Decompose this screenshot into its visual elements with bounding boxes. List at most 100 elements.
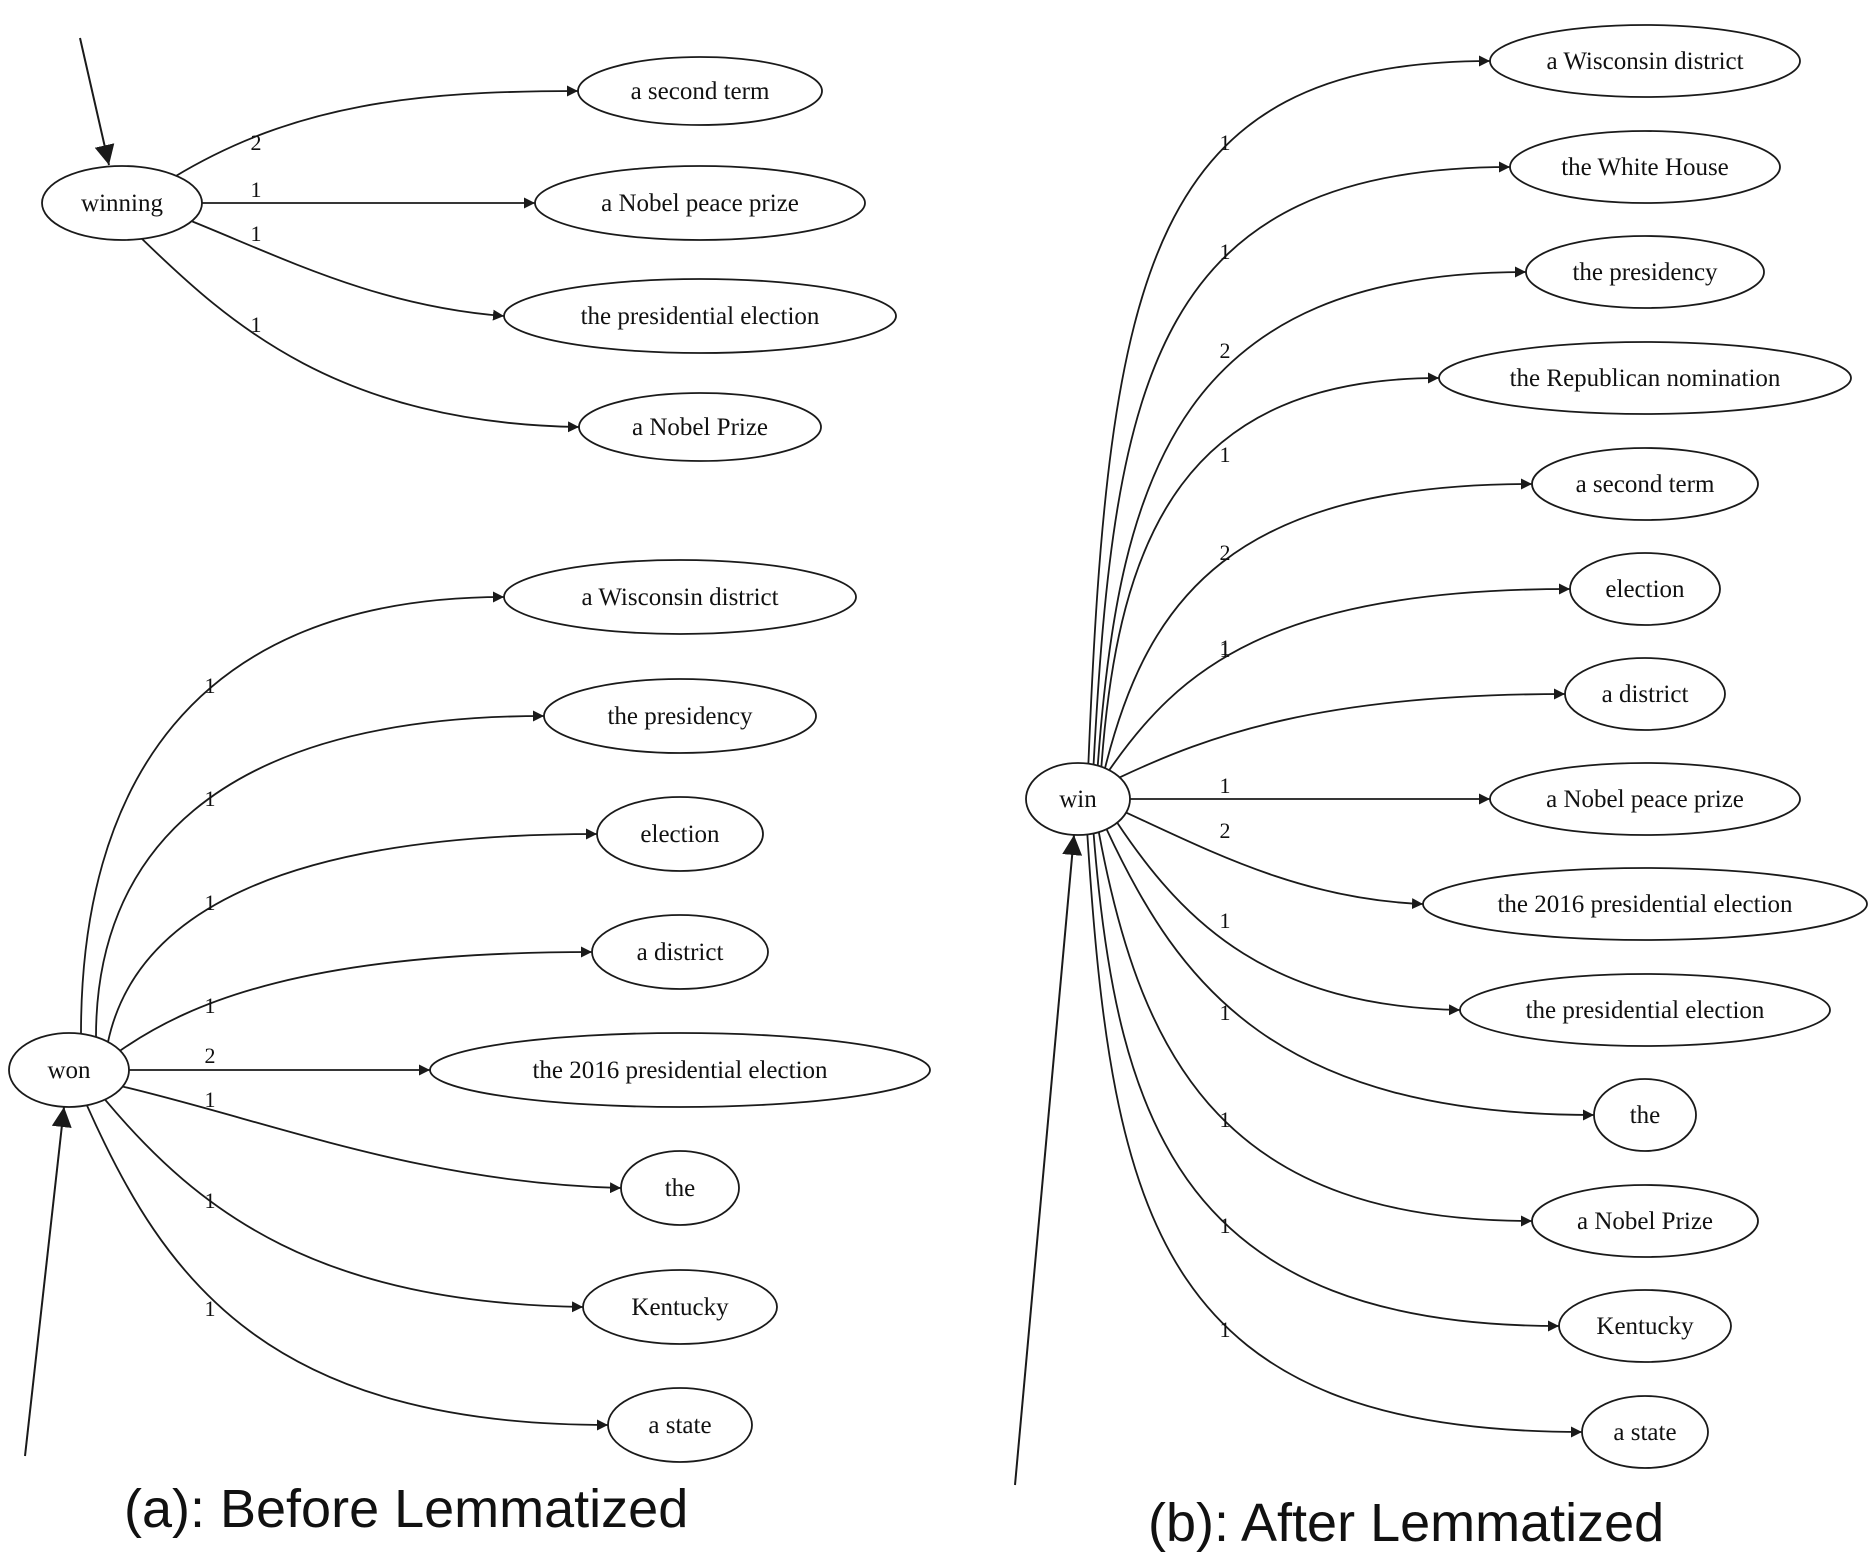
- graph-win-a-nobel-peace-prize-weight: 1: [1220, 773, 1231, 798]
- graph-won-a-state-weight: 1: [205, 1296, 216, 1321]
- graph-win-the-presidency-edge: [1096, 266, 1527, 766]
- graph-winning-a-nobel-peace-prize-label: a Nobel peace prize: [601, 190, 799, 217]
- graph-won-a-district-node: [591, 914, 769, 990]
- graph-won-a-state-label: a state: [648, 1412, 711, 1439]
- graph-win-the-white-house-node: [1509, 130, 1781, 204]
- graph-winning-a-nobel-prize-node: [578, 392, 822, 462]
- graph-won-election-edge: [107, 828, 598, 1043]
- graph-win-the-presidency-node: [1525, 235, 1765, 309]
- graph-win-a-nobel-peace-prize-label: a Nobel peace prize: [1546, 786, 1744, 813]
- graph-win-the-white-house-edge: [1092, 161, 1511, 765]
- graph-winning-a-nobel-peace-prize-node: [534, 165, 866, 241]
- graph-win-a-second-term-label: a second term: [1576, 471, 1715, 498]
- caption-before-lemmatized: (a): Before Lemmatized: [124, 1479, 689, 1539]
- graph-won-the-2016-presidential-election-node: [429, 1032, 931, 1108]
- graph-win-a-wisconsin-district-label: a Wisconsin district: [1546, 48, 1743, 75]
- graph-win-a-district-node: [1564, 657, 1726, 731]
- graph-win-kentucky-label: Kentucky: [1596, 1313, 1694, 1340]
- graph-win-election-edge: [1108, 583, 1571, 771]
- graph-won-the-node: [620, 1150, 740, 1226]
- graph-win-a-district-edge: [1119, 688, 1566, 779]
- graph-won-election-node: [596, 796, 764, 872]
- graph-win-the-edge: [1105, 828, 1595, 1121]
- graph-win-a-state-edge: [1086, 834, 1583, 1438]
- graph-win-the-2016-presidential-election-node: [1422, 867, 1868, 941]
- graph-won-kentucky-weight: 1: [205, 1188, 216, 1213]
- graph-winning-the-presidential-election-label: the presidential election: [581, 303, 820, 330]
- graph-won-a-district-label: a district: [637, 939, 724, 966]
- graph-win-the-presidential-election-node: [1459, 973, 1831, 1047]
- graph-winning-a-nobel-prize-weight: 1: [251, 312, 262, 337]
- graph-won-kentucky-label: Kentucky: [631, 1294, 729, 1321]
- graph-won-a-state-node: [607, 1387, 753, 1463]
- graph-won-kentucky-node: [582, 1269, 778, 1345]
- graph-won-a-wisconsin-district-label: a Wisconsin district: [581, 584, 778, 611]
- graph-win-a-state-weight: 1: [1220, 1317, 1231, 1342]
- graph-win-kentucky-edge: [1092, 833, 1560, 1332]
- graph-win-a-nobel-prize-node: [1531, 1184, 1759, 1258]
- graph-won-a-wisconsin-district-edge: [80, 591, 505, 1034]
- graph-win-a-district-weight: 1: [1220, 635, 1231, 660]
- graph-winning-root-winning-node: [41, 165, 203, 241]
- graph-winning-a-second-term-label: a second term: [631, 78, 770, 105]
- graph-won-a-wisconsin-district-weight: 1: [205, 673, 216, 698]
- graph-win-election-node: [1569, 552, 1721, 626]
- graph-win-a-wisconsin-district-weight: 1: [1220, 130, 1231, 155]
- graph-won-a-district-weight: 1: [205, 993, 216, 1018]
- graph-winning-a-second-term-edge: [173, 85, 579, 178]
- graph-win-the-2016-presidential-election-weight: 2: [1220, 818, 1231, 843]
- graph-win-the-republican-nomination-node: [1438, 341, 1852, 415]
- graph-winning-the-presidential-election-edge: [192, 220, 505, 321]
- graph-win-the-republican-nomination-edge: [1100, 372, 1440, 767]
- graph-win-a-second-term-node: [1531, 447, 1759, 521]
- graph-win-a-nobel-prize-weight: 1: [1220, 1107, 1231, 1132]
- graph-won-the-presidency-edge: [95, 710, 545, 1037]
- graph-win-kentucky-node: [1558, 1289, 1732, 1363]
- graph-won-a-district-edge: [119, 946, 593, 1052]
- graph-win-a-second-term-edge: [1104, 478, 1533, 769]
- graph-won-the-label: the: [665, 1175, 696, 1202]
- graph-won-the-presidency-weight: 1: [205, 786, 216, 811]
- graph-win-the-white-house-weight: 1: [1220, 239, 1231, 264]
- graph-win-the-presidential-election-label: the presidential election: [1526, 997, 1765, 1024]
- graph-win-the-presidential-election-edge: [1116, 821, 1461, 1016]
- graph-win-kentucky-weight: 1: [1220, 1213, 1231, 1238]
- graph-winning-the-presidential-election-node: [503, 278, 897, 354]
- graph-win-the-presidency-weight: 2: [1220, 338, 1231, 363]
- graph-winning-a-second-term-node: [577, 56, 823, 126]
- graph-win-election-label: election: [1605, 576, 1685, 603]
- graph-won-root-won-node: [8, 1032, 130, 1108]
- graph-winning-a-nobel-prize-edge: [141, 238, 580, 433]
- graph-won-the-edge: [122, 1085, 622, 1194]
- graph-win-the-presidency-label: the presidency: [1572, 259, 1718, 286]
- graph-won-a-state-edge: [86, 1105, 609, 1431]
- graph-win-a-nobel-prize-edge: [1097, 831, 1533, 1227]
- graph-winning-the-presidential-election-weight: 1: [251, 221, 262, 246]
- graph-won-the-presidency-node: [543, 678, 817, 754]
- graph-won-the-2016-presidential-election-label: the 2016 presidential election: [532, 1057, 828, 1084]
- graph-win-a-nobel-prize-label: a Nobel Prize: [1577, 1208, 1713, 1235]
- graph-winning-a-nobel-prize-label: a Nobel Prize: [632, 414, 768, 441]
- graph-winning-a-second-term-weight: 2: [251, 130, 262, 155]
- graph-win-a-state-label: a state: [1613, 1419, 1676, 1446]
- incoming-edge-winning: [79, 37, 115, 166]
- incoming-edge-win: [1014, 834, 1083, 1486]
- graph-win-the-presidential-election-weight: 1: [1220, 908, 1231, 933]
- graph-won-the-presidency-label: the presidency: [607, 703, 753, 730]
- graph-win-a-second-term-weight: 2: [1220, 540, 1231, 565]
- graph-won-kentucky-edge: [104, 1099, 584, 1313]
- graph-win-the-node: [1593, 1078, 1697, 1152]
- graph-winning-a-nobel-peace-prize-weight: 1: [251, 177, 262, 202]
- graph-win-a-nobel-peace-prize-node: [1489, 762, 1801, 836]
- graph-won-root-won-label: won: [47, 1057, 91, 1084]
- graph-win-a-wisconsin-district-edge: [1087, 55, 1491, 764]
- graph-win-the-republican-nomination-weight: 1: [1220, 442, 1231, 467]
- graph-win-a-district-label: a district: [1602, 681, 1689, 708]
- graph-won-election-label: election: [640, 821, 720, 848]
- graph-win-the-2016-presidential-election-label: the 2016 presidential election: [1497, 891, 1793, 918]
- graph-won-the-weight: 1: [205, 1087, 216, 1112]
- graph-win-a-wisconsin-district-node: [1489, 24, 1801, 98]
- graph-win-the-2016-presidential-election-edge: [1125, 811, 1424, 910]
